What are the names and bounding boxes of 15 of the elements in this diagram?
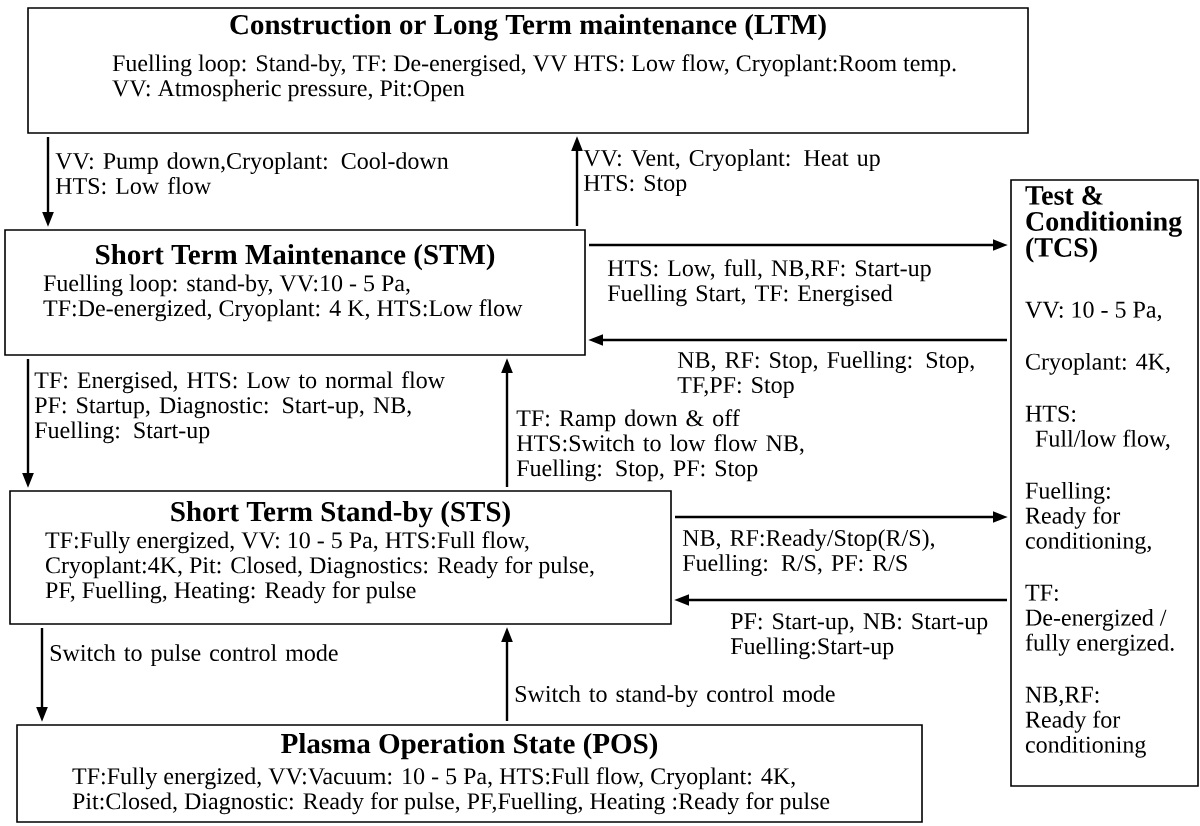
edge-label: TF: Ramp down & off HTS:Switch to low flow NB, Fuelling: Stop, PF: Stop [516, 409, 804, 482]
edge-label: PF: Start-up, NB: Start-up Fuelling:Start-up [730, 613, 988, 660]
edge-label: NB, RF: Stop, Fuelling: Stop, TF,PF: Stop [677, 351, 974, 398]
edge-label: Switch to stand-by control mode [515, 685, 835, 707]
edge-label: VV: Vent, Cryoplant: Heat up HTS: Stop [583, 149, 880, 196]
state-box: Plasma Operation State (POS) TF:Fully energized, VV:Vacuum: 10 - 5 Pa, HTS:Full flow, Cryoplant: 4K, Pit:Closed, Diagnostic: Ready for pulse, PF,Fuelling, Heating :Ready for pulse [16, 724, 923, 823]
edge-label: Switch to pulse control mode [50, 644, 338, 666]
edge-label: NB, RF:Ready/Stop(R/S), Fuelling: R/S, PF: R/S [682, 529, 935, 576]
state-box: Short Term Maintenance (STM) Fuelling loop: stand-by, VV:10 - 5 Pa, TF:De-energized, Cryoplant: 4 K, HTS:Low flow [4, 229, 586, 356]
state-box: Construction or Long Term maintenance (LTM) Fuelling loop: Stand-by, TF: De-energised, VV HTS: Low flow, Cryoplant:Room temp. VV: Atmospheric pressure, Pit:Open [27, 7, 1029, 134]
edge-label: TF: Energised, HTS: Low to normal flow PF: Startup, Diagnostic: Start-up, NB, Fuelling: Start-up [34, 371, 445, 444]
state-box: Short Term Stand-by (STS) TF:Fully energized, VV: 10 - 5 Pa, HTS:Full flow, Cryoplant:4K, Pit: Closed, Diagnostics: Ready for pulse, PF, Fuelling, Heating: Ready for pulse [9, 490, 672, 625]
edge-label: VV: Pump down,Cryoplant: Cool-down HTS: Low flow [55, 152, 449, 195]
state-box: Test & Conditioning (TCS) VV: 10 - 5 Pa, Cryoplant: 4K, HTS: Full/low flow, Fuelling: Ready for conditioning, TF: De-energized / fully energized. NB,RF: Ready for conditioning [1010, 179, 1199, 787]
edge-label: HTS: Low, full, NB,RF: Start-up Fuelling Start, TF: Energised [607, 259, 931, 307]
